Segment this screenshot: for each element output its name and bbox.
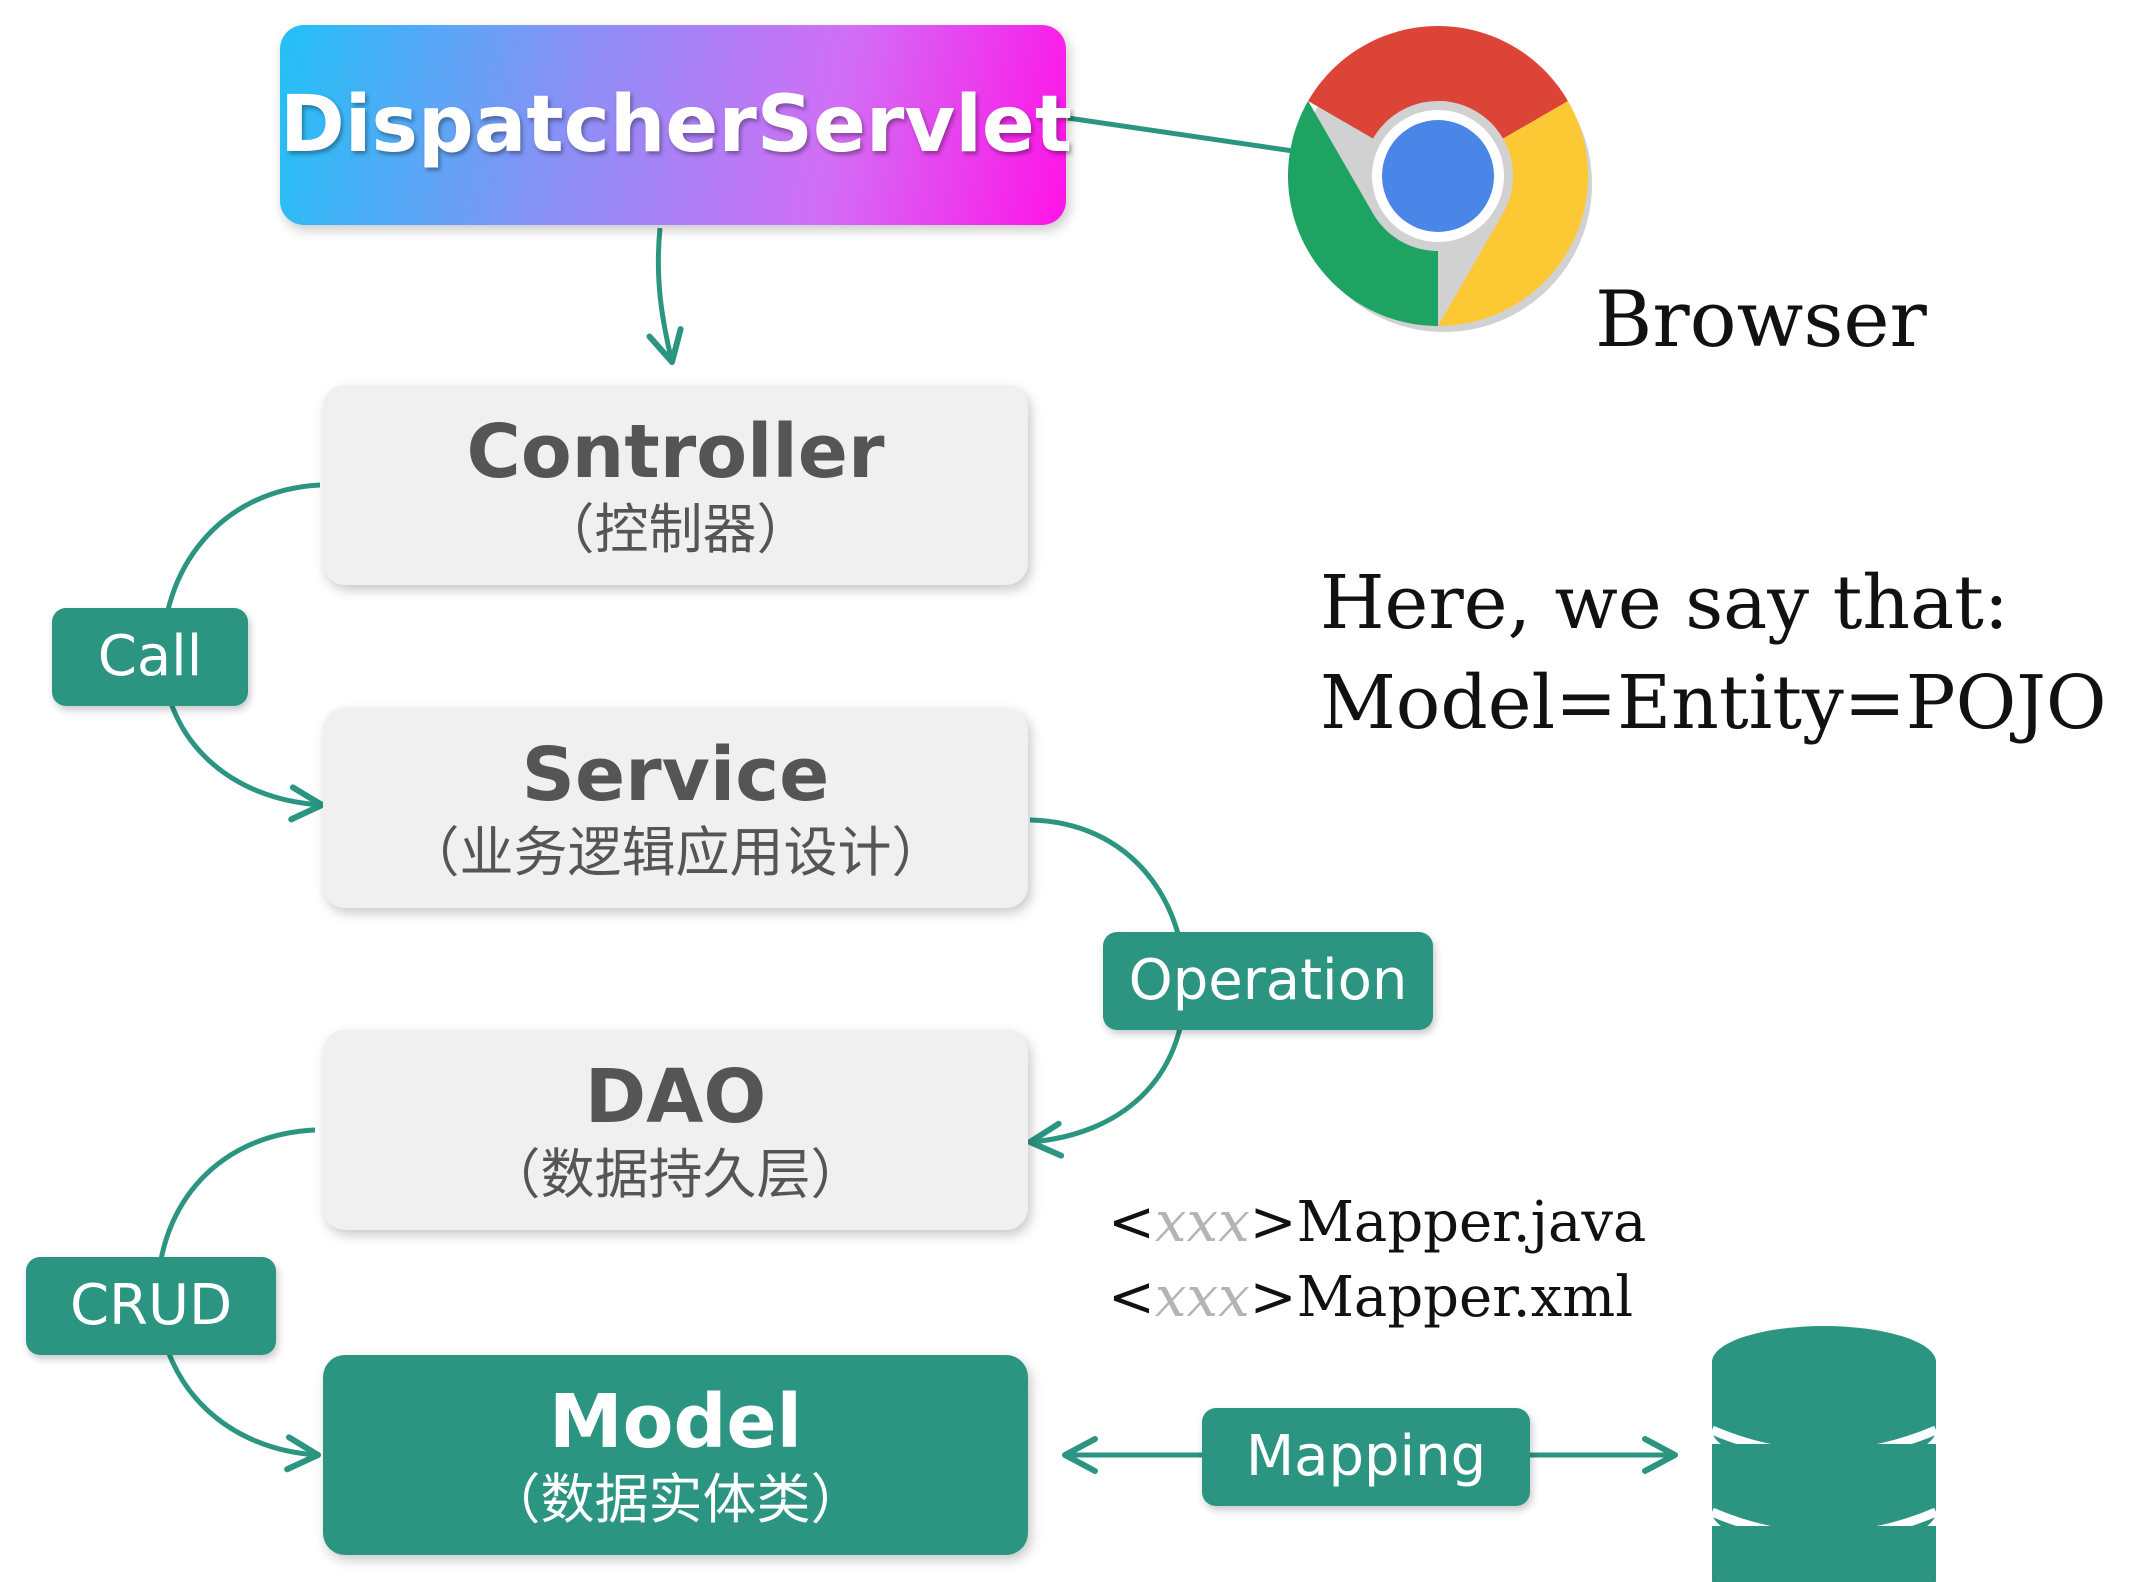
mapper-java-gt: > xyxy=(1249,1190,1297,1255)
mapper-xml-gt: > xyxy=(1249,1265,1297,1330)
dispatcher-to-controller-arrow xyxy=(646,227,684,365)
dao-subtitle: （数据持久层） xyxy=(486,1143,865,1206)
dao-title: DAO xyxy=(584,1054,767,1140)
operation-pill: Operation xyxy=(1103,932,1433,1030)
mapper-xml-placeholder: xxx xyxy=(1154,1265,1250,1330)
service-title: Service xyxy=(521,732,830,818)
note-line-2: Model=Entity=POJO xyxy=(1320,660,2107,746)
browser-label: Browser xyxy=(1595,275,1927,365)
chrome-browser-icon xyxy=(1288,26,1592,332)
service-subtitle: （业务逻辑应用设计） xyxy=(405,821,946,884)
dispatcher-servlet-box: DispatcherServlet xyxy=(280,25,1073,225)
controller-title: Controller xyxy=(466,409,885,495)
mapping-pill: Mapping xyxy=(1202,1408,1530,1506)
service-box: Service （业务逻辑应用设计） xyxy=(323,708,1028,908)
database-icon xyxy=(1710,1326,1938,1582)
mapper-java-placeholder: xxx xyxy=(1154,1190,1250,1255)
note-line-1: Here, we say that: xyxy=(1320,560,2009,646)
model-subtitle: （数据实体类） xyxy=(486,1468,865,1531)
call-pill: Call xyxy=(52,608,248,706)
dao-box: DAO （数据持久层） xyxy=(323,1030,1028,1230)
dispatcher-browser-link xyxy=(1067,115,1301,155)
crud-pill: CRUD xyxy=(26,1257,276,1355)
mapper-java-lt: < xyxy=(1108,1190,1155,1255)
mapper-java-name: Mapper.java xyxy=(1296,1190,1647,1255)
dispatcher-servlet-label: DispatcherServlet xyxy=(280,80,1073,170)
model-title: Model xyxy=(548,1379,802,1465)
model-box: Model （数据实体类） xyxy=(323,1355,1028,1555)
mapper-xml-name: Mapper.xml xyxy=(1296,1265,1634,1330)
mapper-java-file: <xxx>Mapper.java xyxy=(1108,1190,1646,1255)
controller-subtitle: （控制器） xyxy=(540,498,811,561)
mapper-xml-file: <xxx>Mapper.xml xyxy=(1108,1265,1633,1330)
mapper-xml-lt: < xyxy=(1108,1265,1155,1330)
controller-box: Controller （控制器） xyxy=(323,385,1028,585)
